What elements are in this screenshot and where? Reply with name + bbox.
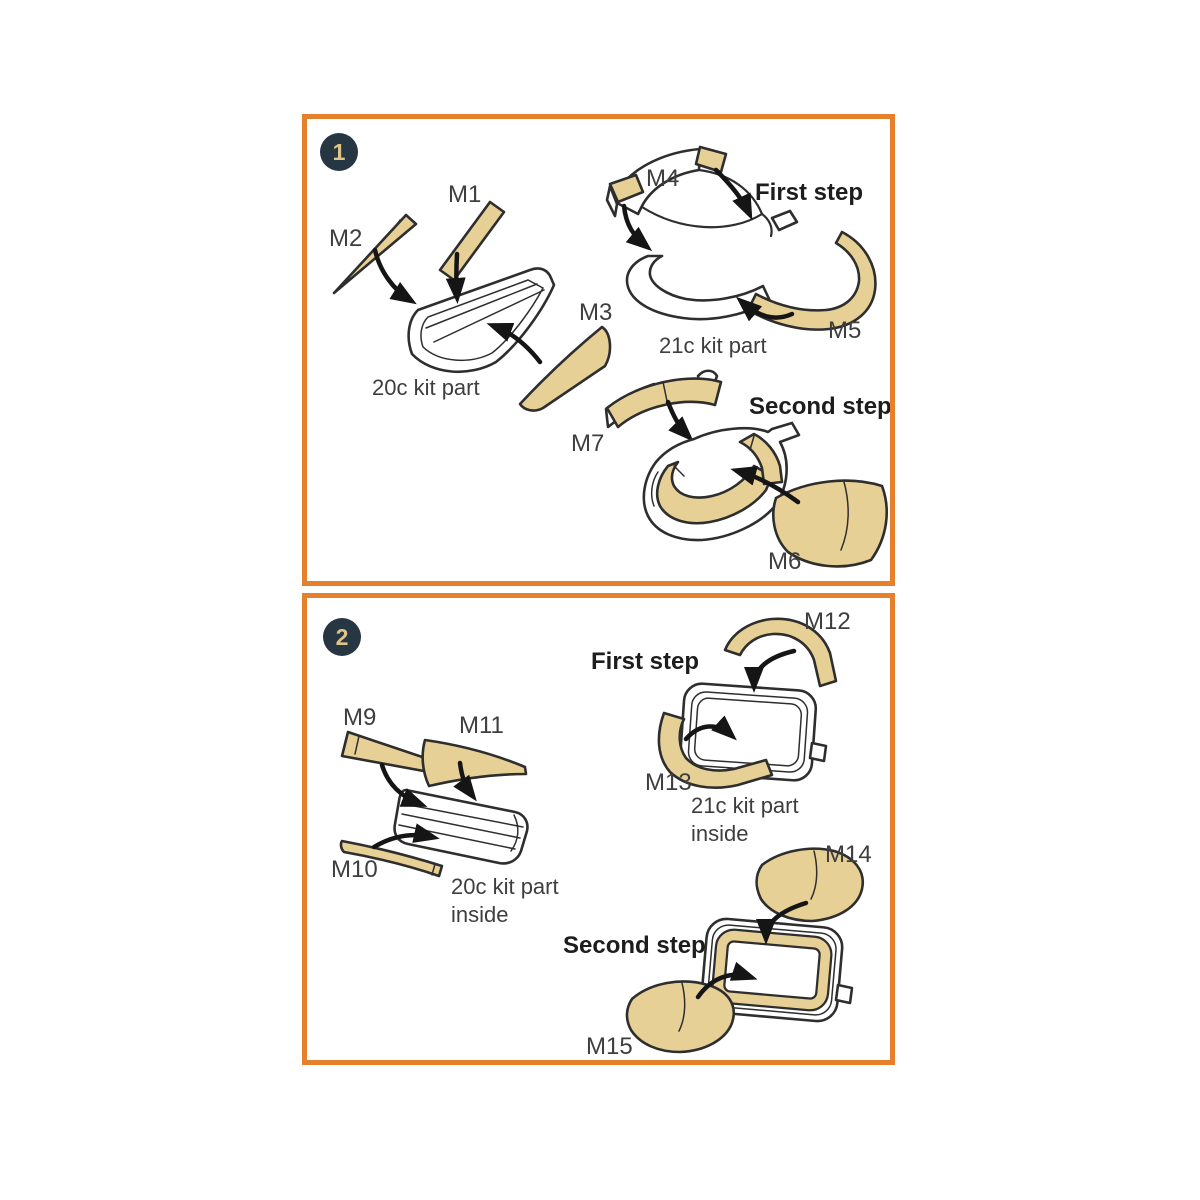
first-step-caption: First step <box>755 179 864 206</box>
mask-m3-shape <box>518 325 612 412</box>
kit21-inside-caption-line1: 21c kit part <box>691 793 799 818</box>
mask-m6-label: M6 <box>768 548 802 575</box>
step2-panel: 2 M9 M11 M10 M12 M13 M14 M15 First step … <box>302 593 895 1065</box>
mask-m11-shape <box>421 738 528 788</box>
kit21-second-step-assembly <box>604 369 888 568</box>
kit20-inside-assembly <box>339 730 529 878</box>
arrow-m10-to-kit20 <box>371 823 440 850</box>
mask-m12-label: M12 <box>804 608 851 635</box>
arrow-m4-left-to-kit21 <box>621 203 653 252</box>
kit21-step2-rim-loop <box>650 471 659 507</box>
arrow-m12-to-kit21 <box>744 648 797 693</box>
mask-m2-label: M2 <box>329 225 363 252</box>
kit20-pane-line-2 <box>433 289 545 343</box>
mask-m5-label: M5 <box>828 317 862 344</box>
mask-m7-shape <box>605 377 723 429</box>
mask-m13-shape <box>657 711 774 789</box>
mask-m9-label: M9 <box>343 704 377 731</box>
mask-m2-notch <box>392 219 401 231</box>
arrow-m4-top-to-kit21 <box>713 167 753 221</box>
mask-m7-notch <box>662 381 668 402</box>
mask-m4-top-patch <box>694 145 728 174</box>
arrow-m11-to-kit20 <box>453 760 477 802</box>
kit21-step2-notch-1 <box>749 435 755 451</box>
kit21-inside-tab2 <box>834 983 854 1005</box>
mask-m9-notch <box>354 735 360 755</box>
arrow-m3-to-kit20 <box>486 322 543 365</box>
mask-m10-notch <box>431 863 436 876</box>
mask-m10-shape <box>339 839 444 878</box>
kit21-first-step-assembly <box>605 145 877 331</box>
mask-m1-shape <box>438 200 506 282</box>
arrow-m7-to-kit21 <box>665 399 694 442</box>
arrow-m5-to-kit21 <box>735 296 795 322</box>
second-step-caption-2: Second step <box>563 932 706 959</box>
kit21-inside-second-step-assembly <box>625 847 865 1054</box>
kit21-fin-tab <box>770 209 799 232</box>
kit21-block-side <box>605 184 619 218</box>
mask-m14-shape <box>755 847 865 923</box>
kit20-caption: 20c kit part <box>372 375 480 400</box>
kit20-inside-line-2 <box>401 813 521 839</box>
kit20-inside-caption-line2: inside <box>451 902 509 927</box>
kit20-inside-end-arc <box>510 814 519 852</box>
step1-drawing <box>332 145 888 568</box>
mask-m10-label: M10 <box>331 856 378 883</box>
mask-m7-label: M7 <box>571 430 605 457</box>
kit21-dome-curve <box>640 205 764 229</box>
second-step-caption: Second step <box>749 393 892 420</box>
kit20-pane-line-1 <box>425 283 538 329</box>
mask-m15-crease <box>678 982 686 1032</box>
arrow-m13-to-kit21 <box>683 715 737 742</box>
first-step-caption-2: First step <box>591 648 700 675</box>
mask-m15-shape <box>625 980 735 1054</box>
arrow-m14-to-kit21 <box>756 900 809 945</box>
kit21-inside-caption-line2: inside <box>691 821 749 846</box>
mask-m11-label: M11 <box>459 712 504 739</box>
step2-badge: 2 <box>323 618 361 656</box>
arrow-m1-to-kit20 <box>445 251 466 304</box>
mask-m6-shape <box>772 479 888 568</box>
kit21-inside-tab <box>808 741 828 763</box>
mask-m4-left-patch <box>608 173 645 204</box>
mask-m14-label: M14 <box>825 841 872 868</box>
kit20-inside-caption-line1: 20c kit part <box>451 874 559 899</box>
step1-panel: 1 M1 M2 M3 M4 M5 M6 M7 First step Second… <box>302 114 895 586</box>
kit20-inner-frame <box>420 279 545 362</box>
mask-m12-shape <box>723 617 838 688</box>
arrow-m15-to-kit21 <box>695 961 758 1000</box>
step2-drawing <box>339 617 865 1054</box>
kit20-inside-line-1 <box>403 803 524 828</box>
mask-m3-label: M3 <box>579 299 613 326</box>
kit21-step2-notch-2 <box>673 465 685 477</box>
step1-badge: 1 <box>320 133 358 171</box>
mask-m6-crease <box>840 481 849 551</box>
kit21-inside-ring2 <box>700 917 844 1023</box>
mask-m15-label: M15 <box>586 1033 633 1060</box>
arrow-m2-to-kit20 <box>372 247 417 305</box>
arrow-m9-to-kit20 <box>379 762 428 807</box>
arrow-m6-to-kit21 <box>730 466 801 505</box>
mask-m14-crease <box>810 850 818 900</box>
mask-m13-label: M13 <box>645 769 692 796</box>
kit21-caption: 21c kit part <box>659 333 767 358</box>
mask-m1-label: M1 <box>448 181 482 208</box>
mask-m4-label: M4 <box>646 165 680 192</box>
kit21-inside-first-step-assembly <box>657 617 838 789</box>
kit20-assembly <box>332 200 612 412</box>
